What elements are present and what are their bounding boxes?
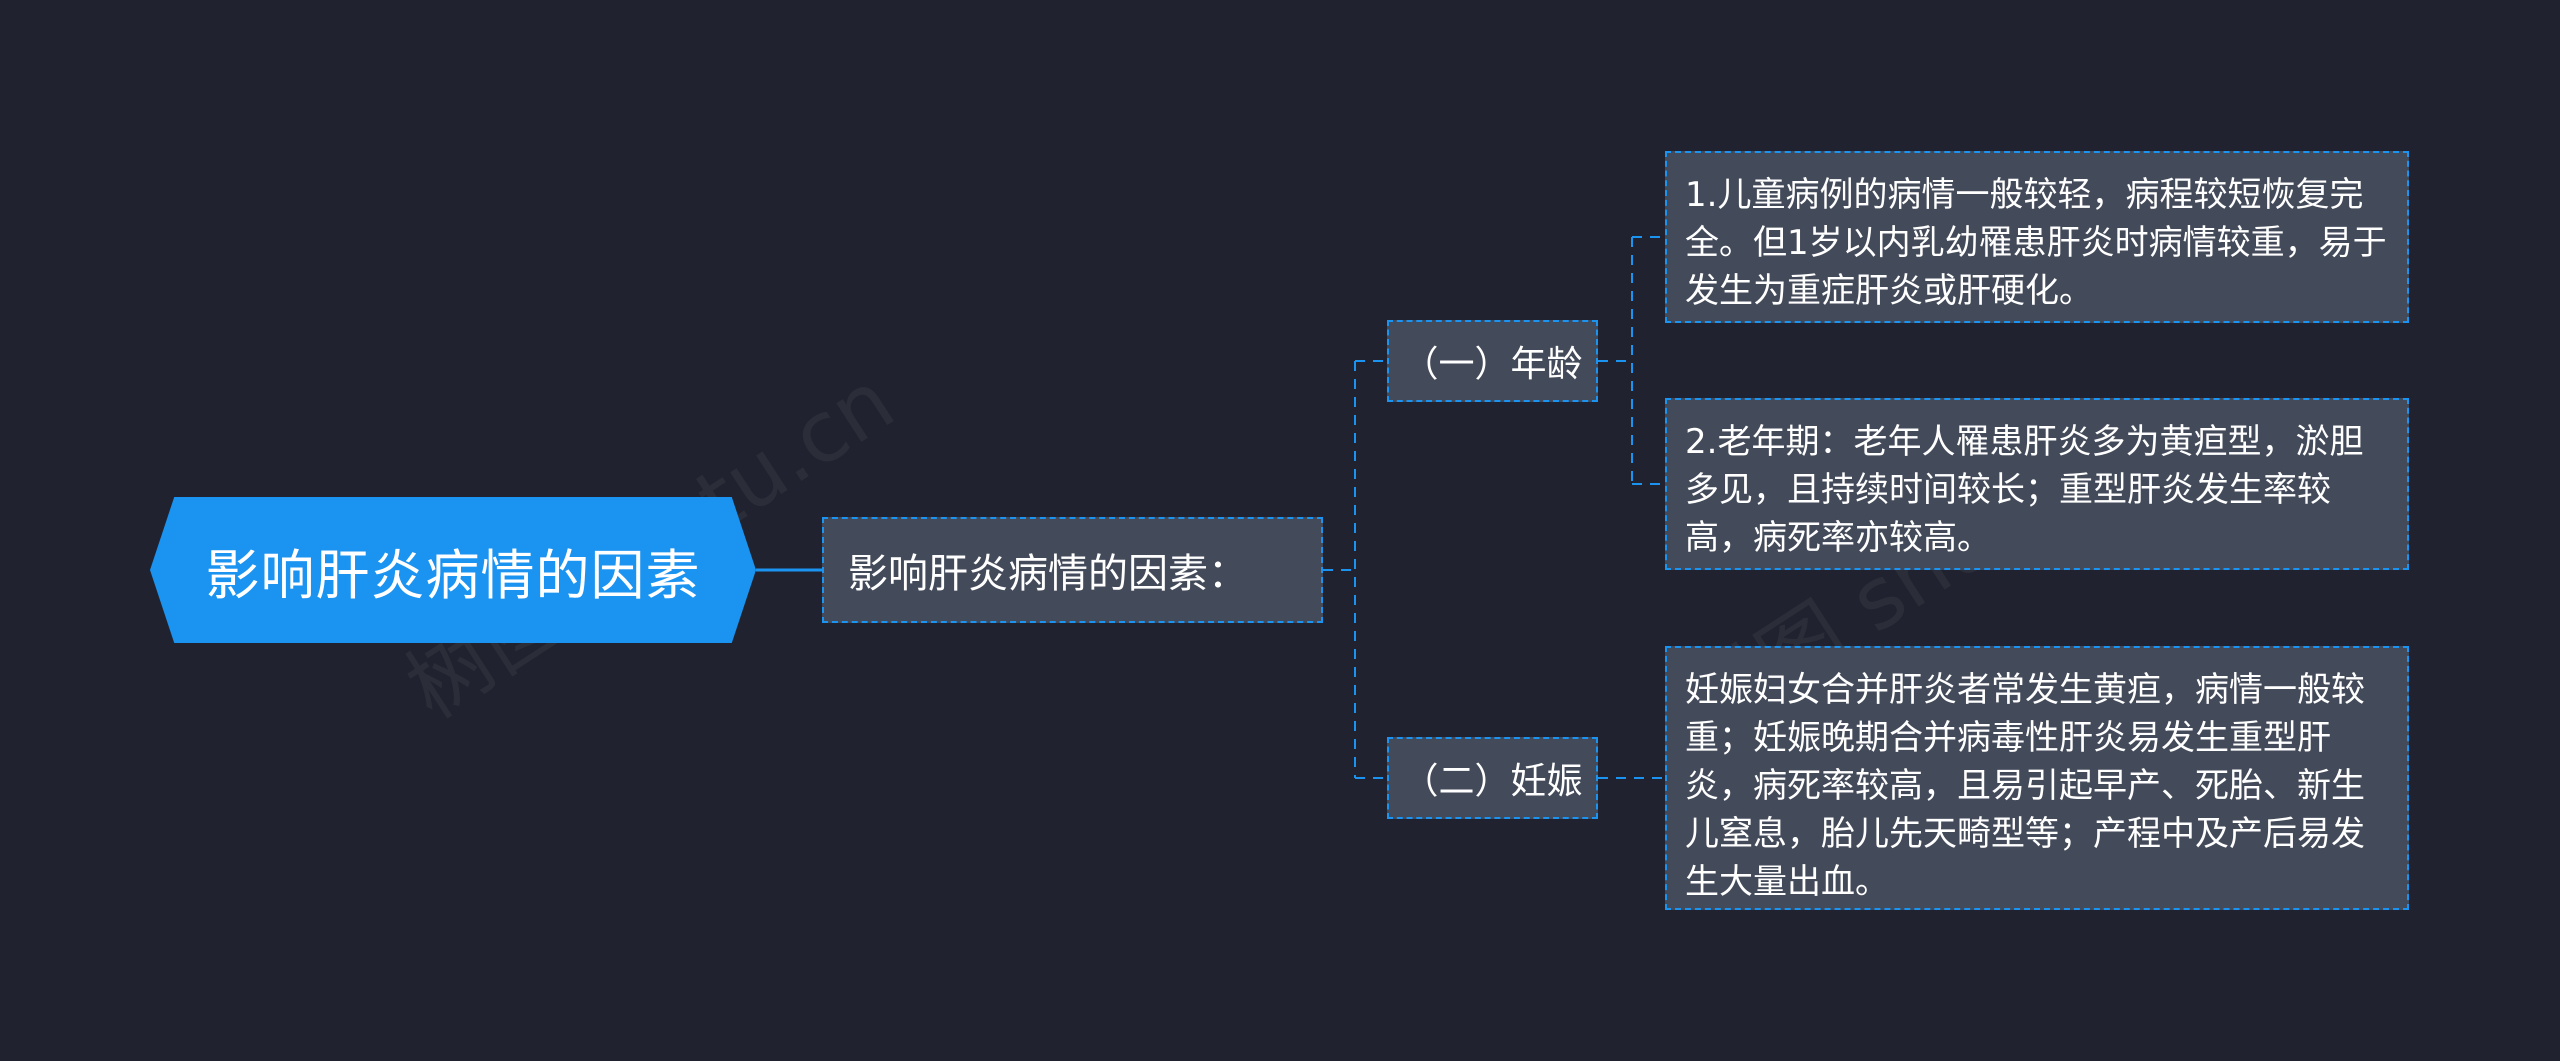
topic-node-label: 影响肝炎病情的因素：	[848, 551, 1248, 597]
topic-node[interactable]: 影响肝炎病情的因素：	[822, 517, 1323, 623]
branch-label-pregnancy: （二）妊娠	[1402, 761, 1583, 802]
root-node-label: 影响肝炎病情的因素	[205, 543, 701, 607]
leaf-node-children[interactable]: 1.儿童病例的病情一般较轻，病程较短恢复完全。但1岁以内乳幼罹患肝炎时病情较重，…	[1665, 151, 2409, 323]
leaf-text-pregnancy: 妊娠妇女合并肝炎者常发生黄疸，病情一般较重；妊娠晚期合并病毒性肝炎易发生重型肝炎…	[1685, 670, 2365, 902]
leaf-text-elderly: 2.老年期：老年人罹患肝炎多为黄疸型，淤胆多见，且持续时间较长；重型肝炎发生率较…	[1685, 422, 2364, 558]
branch-label-age: （一）年龄	[1402, 344, 1583, 385]
connector-age-leaves	[1598, 236, 1665, 485]
leaf-node-elderly[interactable]: 2.老年期：老年人罹患肝炎多为黄疸型，淤胆多见，且持续时间较长；重型肝炎发生率较…	[1665, 398, 2409, 570]
connector-mid-branches	[1323, 360, 1387, 779]
root-node[interactable]: 影响肝炎病情的因素	[150, 497, 756, 643]
leaf-text-children: 1.儿童病例的病情一般较轻，病程较短恢复完全。但1岁以内乳幼罹患肝炎时病情较重，…	[1685, 175, 2387, 311]
leaf-node-pregnancy[interactable]: 妊娠妇女合并肝炎者常发生黄疸，病情一般较重；妊娠晚期合并病毒性肝炎易发生重型肝炎…	[1665, 646, 2409, 910]
branch-node-age[interactable]: （一）年龄	[1387, 320, 1598, 402]
branch-node-pregnancy[interactable]: （二）妊娠	[1387, 737, 1598, 819]
